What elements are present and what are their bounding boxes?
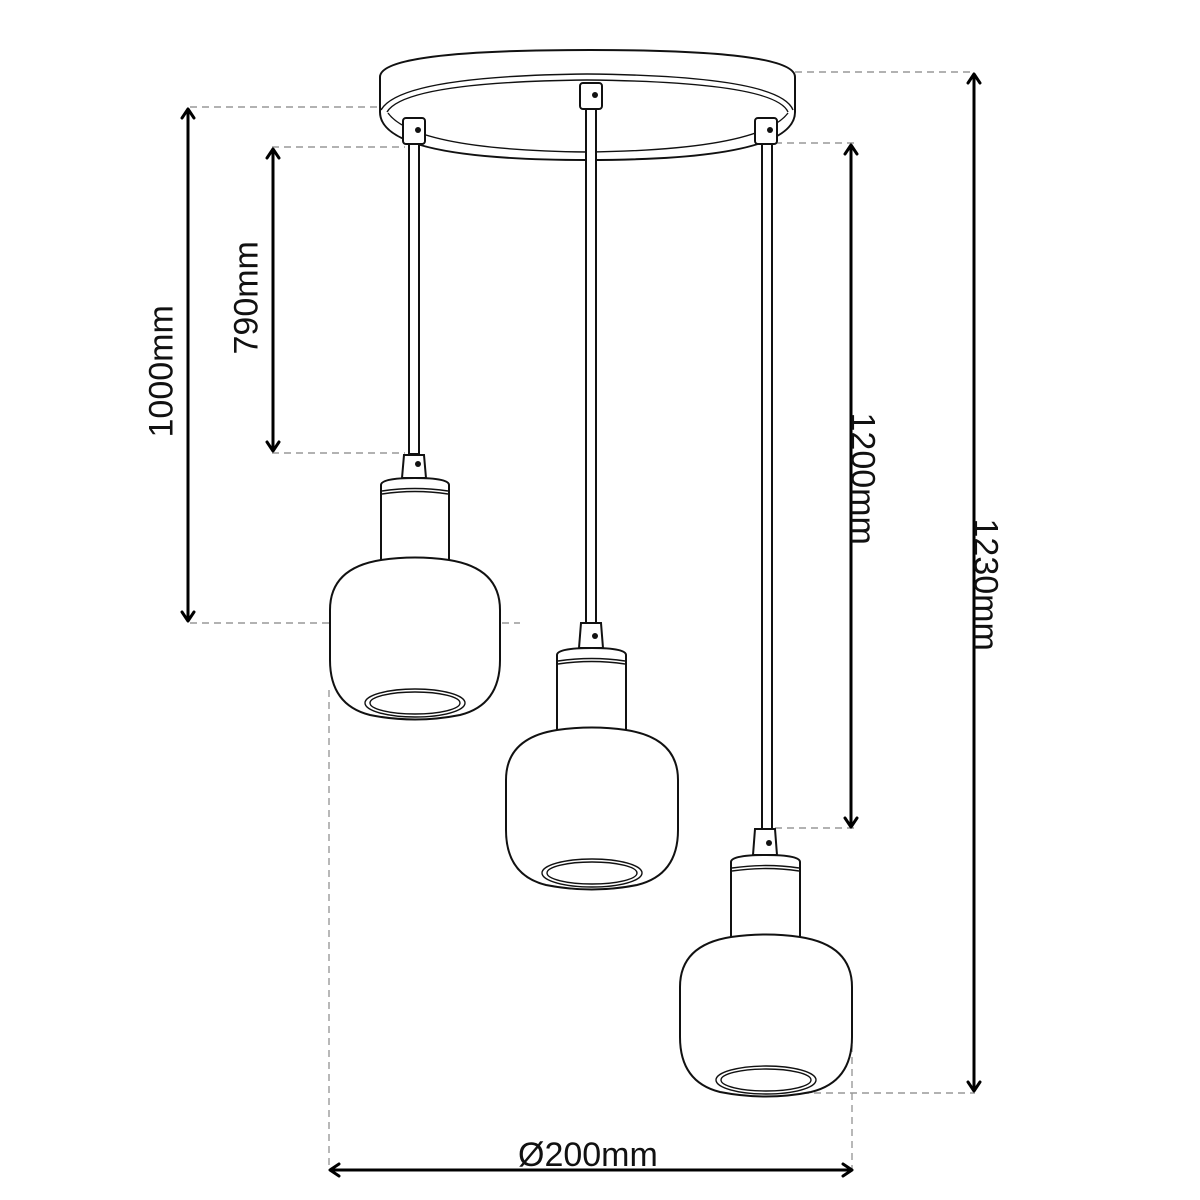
- lamp-right: [679, 828, 853, 1098]
- lamp-middle: [505, 622, 679, 891]
- lamp-left: [329, 454, 501, 721]
- dimension-1230mm: [966, 72, 982, 1093]
- label-1000mm: 1000mm: [142, 305, 181, 438]
- dimension-790mm: [265, 147, 281, 453]
- extension-lines: [190, 71, 975, 1170]
- dimension-1200mm: [843, 143, 859, 829]
- label-790mm: 790mm: [227, 241, 266, 355]
- dimension-diameter: [328, 1162, 854, 1178]
- label-1200mm: 1200mm: [843, 412, 882, 545]
- dimension-1000mm: [180, 107, 196, 623]
- cable-grips: [402, 82, 778, 145]
- label-diameter: Ø200mm: [518, 1136, 658, 1174]
- label-1230mm: 1230mm: [966, 518, 1005, 651]
